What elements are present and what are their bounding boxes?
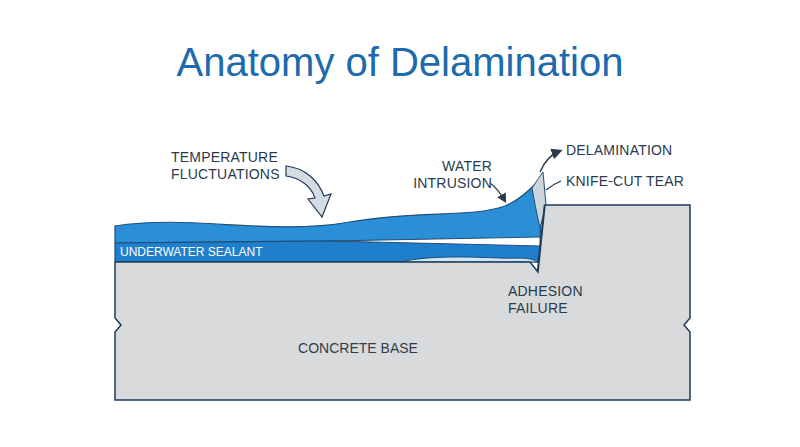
node-text-wrap: CONCRETE BASE xyxy=(273,339,443,357)
node-text-wrap: UNDERWATER SEALANT xyxy=(120,244,336,260)
concrete-outline xyxy=(113,203,693,403)
failure-label: KNIFE-CUT TEAR xyxy=(566,173,706,190)
cause-label: WATER INTRUSION xyxy=(408,158,492,192)
cause-label: TEMPERATURE FLUCTUATIONS xyxy=(171,149,296,183)
failure-label: ADHESION FAILURE xyxy=(508,283,598,317)
failure-label: DELAMINATION xyxy=(566,142,706,159)
node-label: CONCRETE BASE xyxy=(273,339,443,357)
diagram-title: Anatomy of Delamination xyxy=(0,38,800,86)
concrete-block: CONCRETE BASE xyxy=(113,203,693,403)
node-label: UNDERWATER SEALANT xyxy=(120,244,336,260)
sealant-band: UNDERWATER SEALANT xyxy=(120,244,336,261)
